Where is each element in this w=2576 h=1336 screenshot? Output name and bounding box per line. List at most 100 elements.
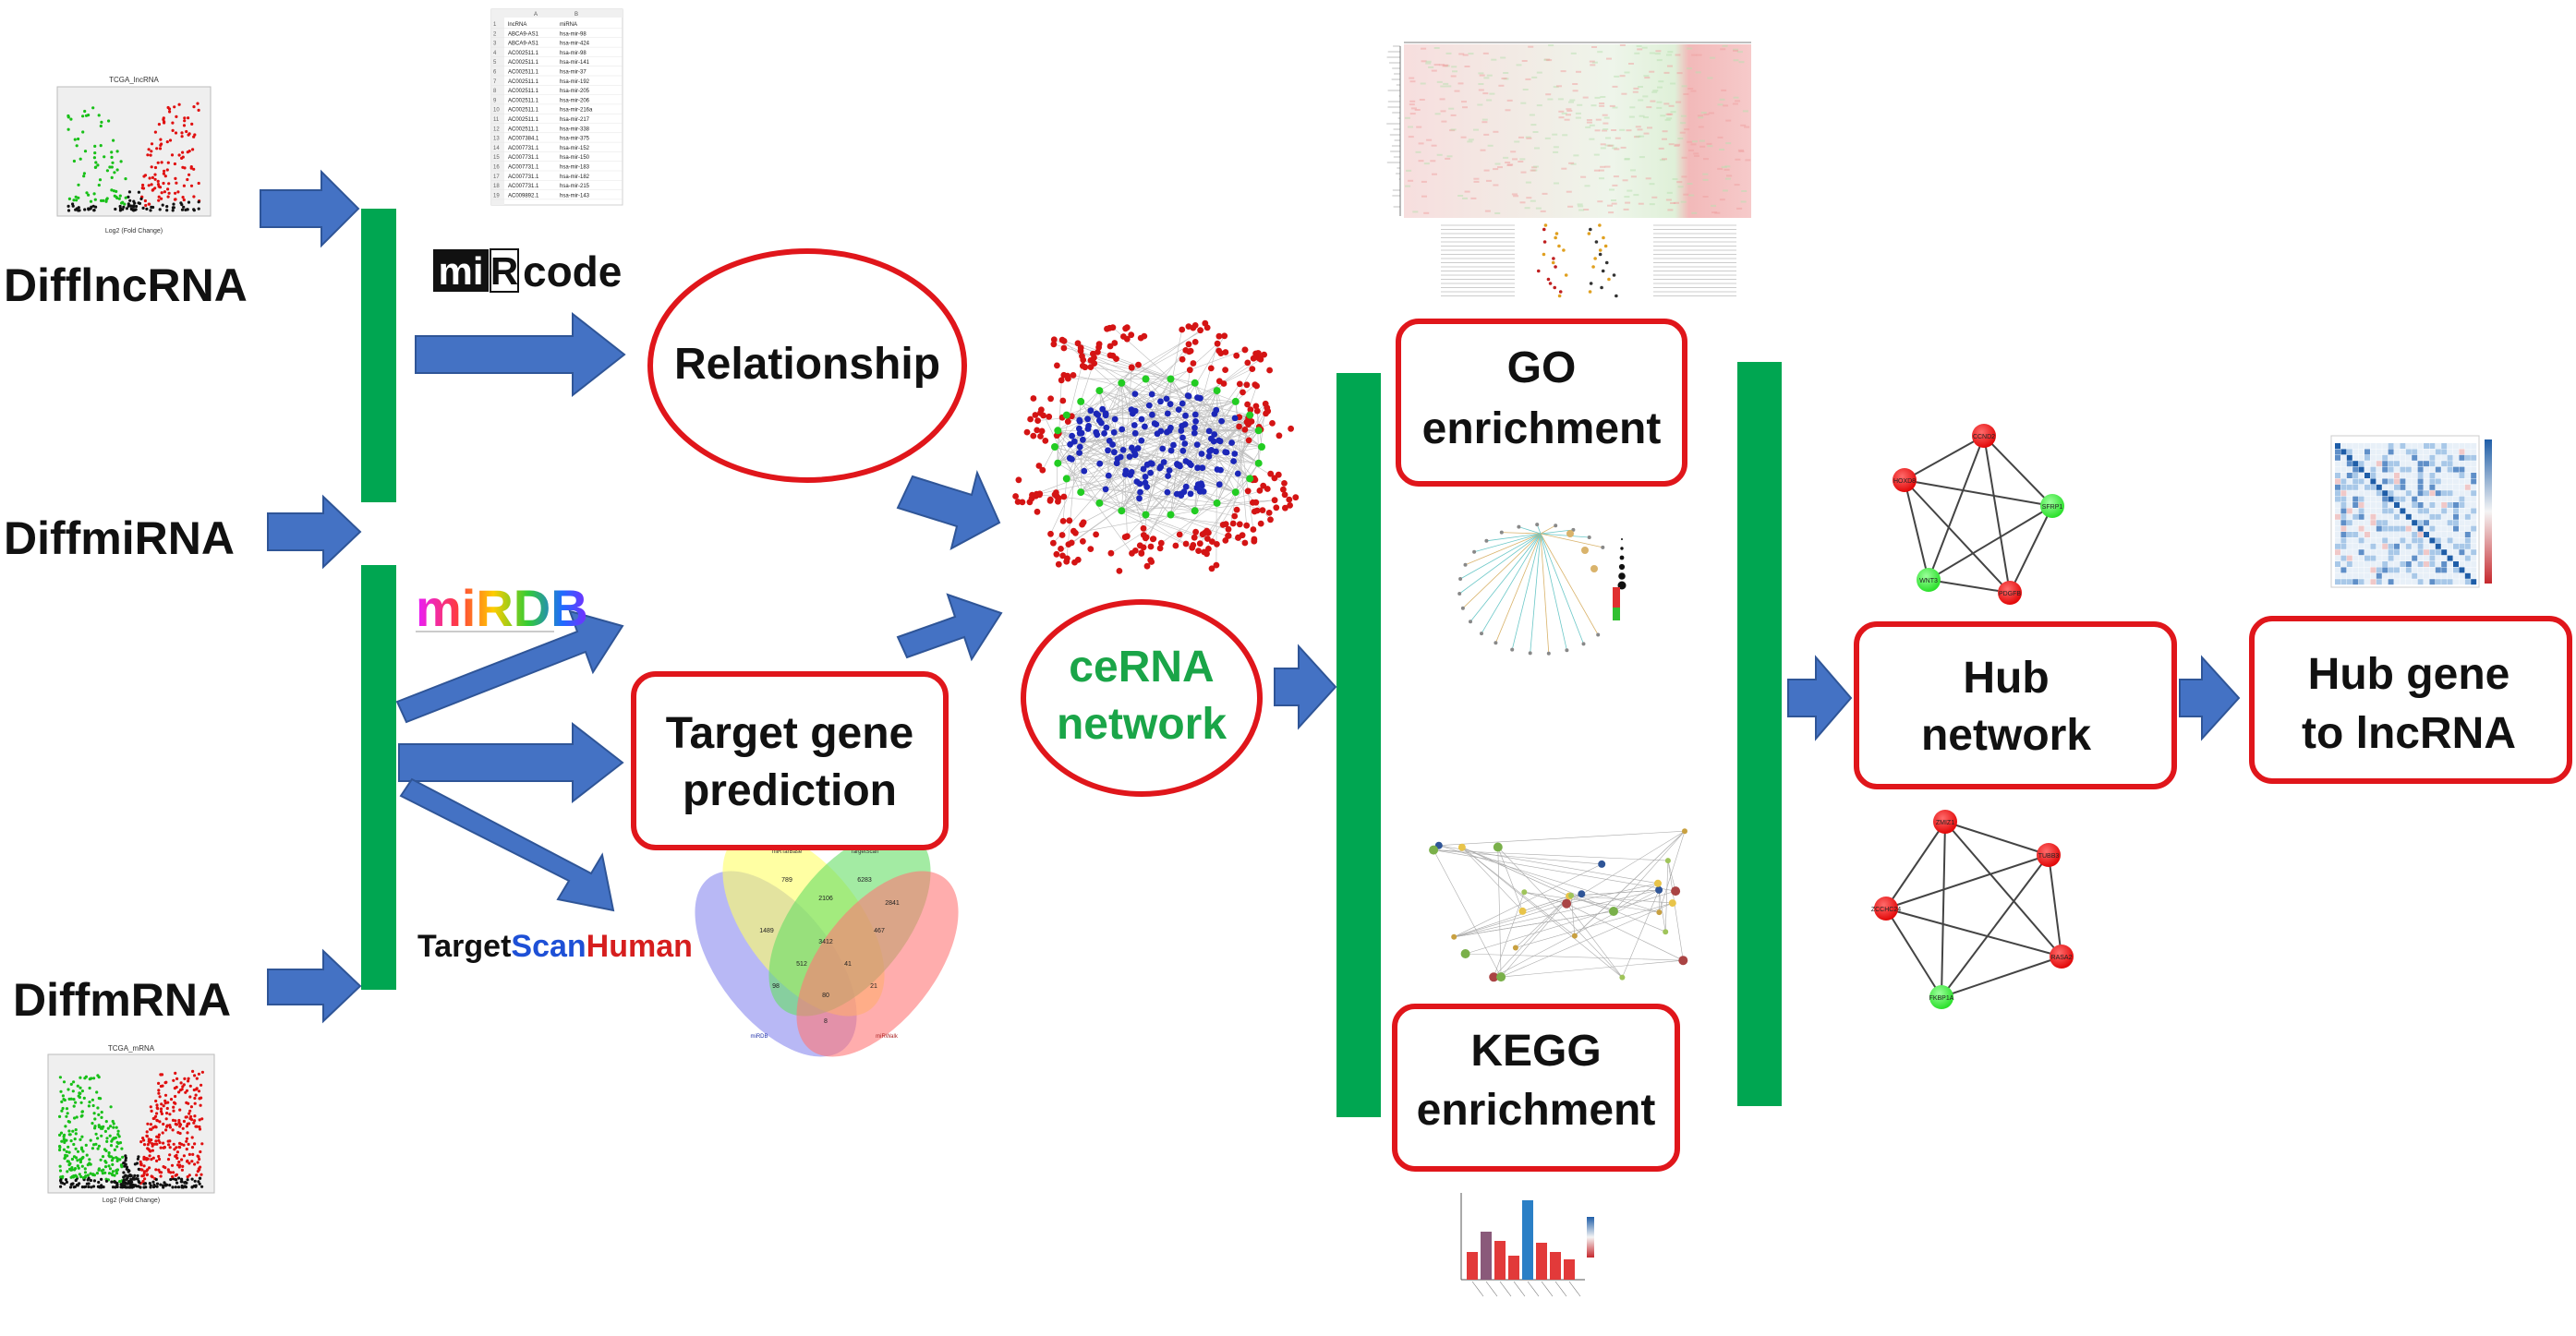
volcano-point (82, 1096, 86, 1100)
venn-value: 2106 (818, 896, 833, 902)
volcano-point (192, 1088, 196, 1092)
volcano-point (171, 128, 175, 132)
volcano-point (168, 138, 173, 142)
volcano-point (162, 1104, 165, 1108)
cerna-node-mrna (1138, 550, 1145, 557)
volcano-point (59, 1185, 63, 1188)
volcano-point (96, 163, 100, 167)
table-row-mirna: hsa-mir-215 (560, 184, 590, 189)
cerna-node-lncrna (1184, 392, 1191, 399)
volcano-m-title: TCGA_mRNA (108, 1044, 155, 1053)
volcano-point (69, 1082, 73, 1086)
cerna-node-mrna (1199, 531, 1206, 538)
volcano-point (179, 1180, 183, 1184)
cerna-node-mirna (1118, 379, 1126, 387)
cerna-node-mrna (1064, 555, 1070, 562)
volcano-point (136, 1157, 139, 1161)
cerna-node-mrna (1191, 339, 1199, 345)
cerna-node-mrna (1050, 539, 1057, 547)
hub-gene-node (1972, 424, 1996, 448)
volcano-point (163, 169, 166, 173)
volcano-point (148, 1154, 151, 1158)
cerna-node-mrna (1244, 487, 1252, 495)
volcano-point (151, 1156, 155, 1160)
volcano-point (80, 1110, 84, 1113)
table-row-index: 5 (493, 60, 497, 66)
volcano-point (109, 1144, 114, 1148)
cerna-node-lncrna (1210, 438, 1217, 445)
volcano-point (160, 197, 163, 200)
cerna-node-lncrna (1193, 441, 1201, 448)
volcano-point (153, 165, 158, 170)
table-row-index: 4 (493, 51, 497, 56)
volcano-point (129, 1174, 133, 1177)
volcano-point (175, 1146, 178, 1149)
volcano-point (153, 177, 157, 181)
volcano-point (69, 1097, 73, 1101)
volcano-point (151, 1142, 154, 1146)
volcano-point (196, 102, 200, 105)
volcano-point (100, 1134, 103, 1137)
cerna-node-lncrna (1187, 490, 1194, 498)
volcano-point (162, 1141, 165, 1145)
cnet-gene-node (1472, 549, 1477, 554)
volcano-point (61, 1094, 65, 1098)
volcano-point (95, 1090, 99, 1094)
volcano-point (92, 1112, 96, 1115)
volcano-point (79, 1137, 82, 1141)
cerna-node-mrna (1039, 466, 1046, 474)
hub-gene-node (1929, 985, 1953, 1009)
cerna-node-lncrna (1111, 449, 1118, 456)
volcano-point (72, 1142, 76, 1147)
cerna-node-lncrna (1157, 398, 1164, 405)
hub-gene-name: WNT3 (1919, 578, 1938, 584)
volcano-point (124, 1154, 127, 1158)
volcano-point (142, 1143, 147, 1147)
cerna-node-mrna (1032, 412, 1039, 418)
volcano-point (146, 153, 150, 157)
volcano-point (58, 1144, 62, 1149)
cerna-node-lncrna (1167, 424, 1174, 431)
volcano-point (165, 209, 169, 212)
volcano-point (161, 1084, 164, 1088)
volcano-point (197, 1167, 200, 1171)
volcano-m-xlabel: Log2 (Fold Change) (103, 1198, 160, 1204)
volcano-point (164, 1117, 168, 1121)
table-row-index: 6 (493, 70, 497, 76)
cnet-gene-node (1535, 523, 1540, 527)
volcano-point (73, 1185, 77, 1188)
volcano-point (139, 197, 143, 200)
volcano-point (99, 124, 103, 128)
volcano-point (113, 171, 116, 175)
volcano-point (186, 1175, 189, 1179)
cerna-node-mrna (1060, 493, 1068, 500)
cerna-node-mrna (1235, 535, 1241, 541)
volcano-point (176, 1163, 180, 1167)
cerna-node-lncrna (1159, 445, 1167, 452)
cerna-node-mrna (1253, 407, 1261, 415)
cerna-node-mrna (1147, 543, 1155, 550)
table-row-lncrna: AC007731.1 (508, 165, 539, 171)
volcano-point (60, 1139, 64, 1143)
arrow-targetscan-to-target (399, 777, 615, 912)
cnet-gene-node (1494, 641, 1498, 645)
volcano-point (81, 114, 85, 118)
volcano-point (168, 1153, 172, 1157)
volcano-point (151, 175, 154, 179)
table-row-mirna: miRNA (560, 22, 577, 28)
volcano-point (182, 124, 187, 127)
volcano-point (163, 1099, 167, 1102)
cerna-label-line2: network (1057, 700, 1227, 749)
arrow-bar-to-hub (1787, 655, 1853, 741)
cerna-node-mrna (1267, 516, 1274, 524)
volcano-point (84, 1174, 88, 1178)
cerna-node-mrna (1042, 438, 1049, 444)
cerna-node-lncrna (1101, 430, 1107, 437)
volcano-point (149, 1123, 152, 1126)
cnet-gene-node (1565, 648, 1569, 653)
hub-label-line2: network (1921, 711, 2091, 760)
volcano-point (74, 1147, 78, 1150)
volcano-point (191, 1069, 195, 1073)
table-row-mirna: hsa-mir-192 (560, 79, 590, 85)
volcano-point (76, 1159, 79, 1162)
